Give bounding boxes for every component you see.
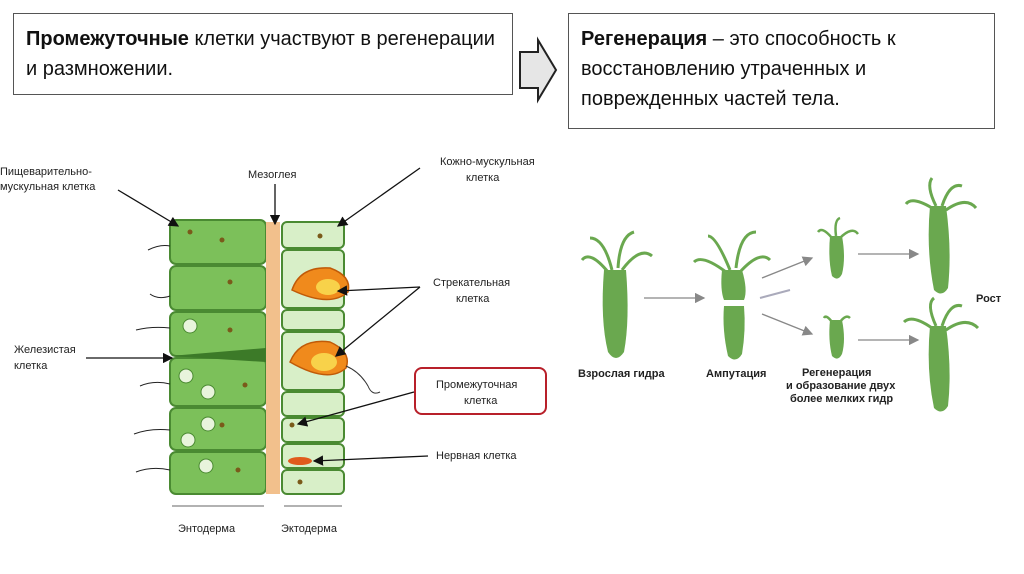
label-growth: Рост [976, 293, 1002, 305]
label-nerve: Нервная клетка [436, 450, 517, 462]
label-stinging-2: клетка [456, 293, 490, 305]
regeneration-definition-box: Регенерация – это способность к восстано… [568, 13, 995, 129]
regenerating-hydra-bottom-icon [822, 315, 851, 359]
label-mesoglea: Мезоглея [248, 169, 297, 181]
amputated-hydra-icon [692, 230, 791, 360]
hydra-regeneration-diagram: Взрослая гидра Ампутация Регенерация и о… [578, 177, 1002, 412]
label-adult-hydra: Взрослая гидра [578, 368, 665, 380]
label-endoderm: Энтодерма [178, 523, 236, 535]
intermediate-cells-info-box: Промежуточные клетки участвуют в регенер… [13, 13, 513, 95]
label-amputation: Ампутация [706, 368, 766, 380]
label-regen-2: и образование двух [786, 380, 896, 392]
mesoglea-layer [266, 222, 280, 494]
label-ectoderm: Эктодерма [281, 523, 338, 535]
intermediate-cells-text: клетки участвуют в регенерации и размнож… [26, 28, 495, 80]
hydra-body-wall-diagram: Пищеварительно- мускульная клетка Мезогл… [0, 156, 547, 535]
label-regen-1: Регенерация [802, 367, 871, 379]
regenerating-hydra-top-icon [816, 216, 859, 279]
label-glandular-2: клетка [14, 360, 48, 372]
label-skin-muscle-1: Кожно-мускульная [440, 156, 535, 168]
label-digestive-1: Пищеварительно- [0, 166, 92, 178]
intermediate-cell-highlight [414, 367, 547, 415]
label-digestive-2: мускульная клетка [0, 181, 96, 193]
label-intermediate-2: клетка [464, 395, 498, 407]
label-intermediate-1: Промежуточная [436, 379, 517, 391]
regeneration-term: Регенерация [581, 28, 708, 50]
label-skin-muscle-2: клетка [466, 172, 500, 184]
glandular-cell-shape [170, 348, 266, 362]
nerve-cell-shape [288, 457, 312, 465]
transition-arrow-icon [519, 36, 558, 104]
regeneration-text: – это способность к восстановлению утрач… [581, 28, 896, 110]
label-regen-3: более мелких гидр [790, 393, 893, 405]
label-glandular-1: Железистая [14, 344, 76, 356]
intermediate-cells-term: Промежуточные [26, 28, 189, 50]
label-stinging-1: Стрекательная [433, 277, 510, 289]
grown-hydra-top-icon [904, 177, 978, 294]
grown-hydra-bottom-icon [902, 296, 980, 412]
adult-hydra-icon [580, 230, 653, 358]
